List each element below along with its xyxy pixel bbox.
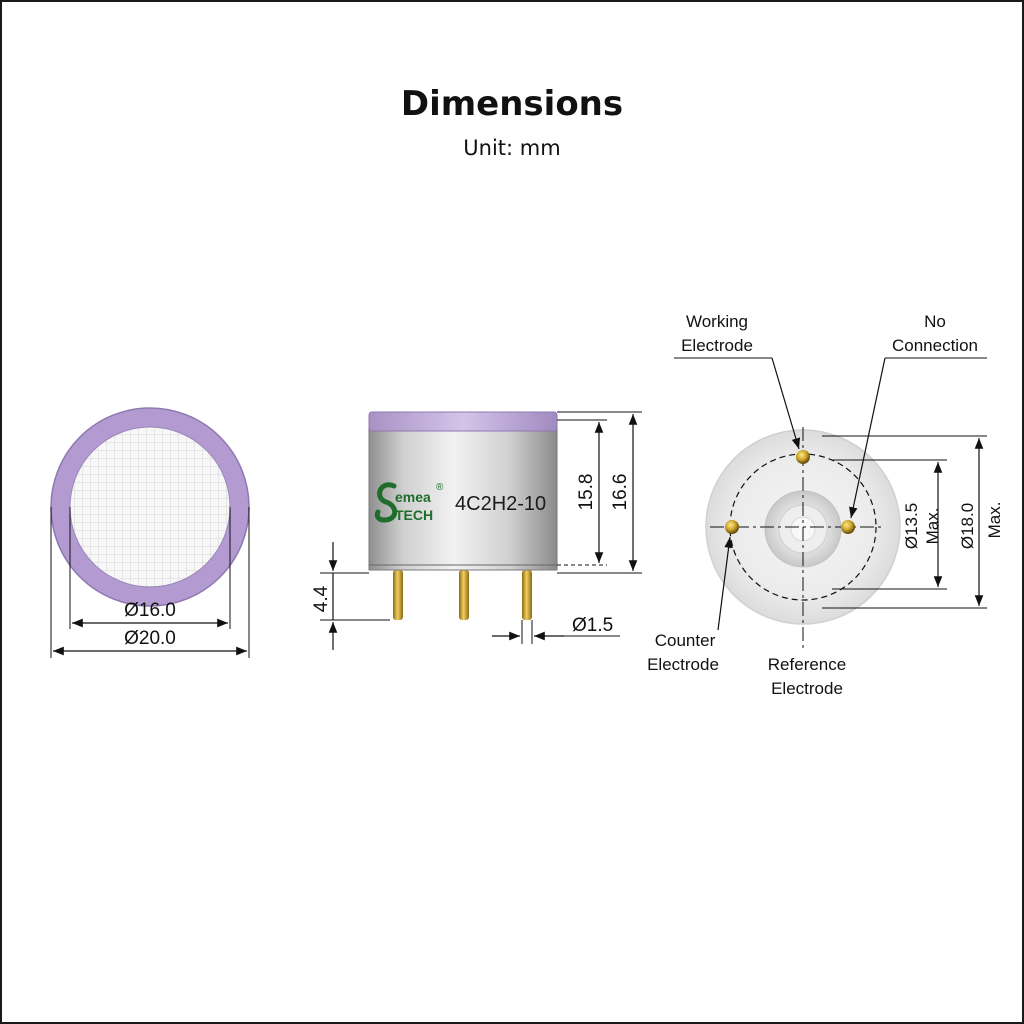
sensor-can-body (368, 419, 558, 571)
mesh-filter (69, 426, 231, 588)
pin-left (393, 570, 403, 620)
total-height-label: 16.6 (610, 474, 631, 511)
pin-length-label: 4.4 (311, 585, 332, 612)
page-title: Dimensions (400, 84, 624, 124)
brand-name-top: emea (395, 489, 431, 505)
unit-subtitle: Unit: mm (463, 136, 561, 160)
side-view: emea TECH ® 4C2H2-10 15.8 16.6 4.4 (311, 411, 642, 650)
counter-electrode-label-2: Electrode (647, 655, 719, 674)
brand-logo: emea TECH ® (374, 482, 444, 523)
pin-right (522, 570, 532, 620)
working-electrode-pin (796, 450, 810, 464)
pin-circle-max-label: Max. (923, 508, 942, 545)
counter-electrode-pin (725, 520, 739, 534)
registered-mark: ® (436, 482, 444, 493)
inner-diameter-label: Ø16.0 (124, 600, 176, 621)
counter-electrode-label-1: Counter (655, 631, 716, 650)
body-diameter-label: Ø18.0 (958, 503, 977, 549)
logo-swirl-icon (374, 482, 398, 523)
outer-diameter-label: Ø20.0 (124, 628, 176, 649)
top-view: Ø16.0 Ø20.0 (50, 407, 250, 658)
body-max-label: Max. (985, 502, 1004, 539)
reference-electrode-label-2: Electrode (771, 679, 843, 698)
no-connection-pin (841, 520, 855, 534)
sensor-cap-band (368, 411, 558, 432)
no-connection-label-2: Connection (892, 336, 978, 355)
brand-name-bottom: TECH (395, 507, 433, 523)
pin-middle (459, 570, 469, 620)
bottom-view: Working Electrode No Connection Counter … (647, 312, 1004, 698)
no-connection-label-1: No (924, 312, 946, 331)
body-height-label: 15.8 (576, 474, 597, 511)
model-number: 4C2H2-10 (455, 493, 546, 515)
working-electrode-label-1: Working (686, 312, 748, 331)
pin-diameter-label: Ø1.5 (572, 615, 613, 636)
working-electrode-label-2: Electrode (681, 336, 753, 355)
reference-electrode-label-1: Reference (768, 655, 846, 674)
pin-circle-diameter-label: Ø13.5 (902, 503, 921, 549)
